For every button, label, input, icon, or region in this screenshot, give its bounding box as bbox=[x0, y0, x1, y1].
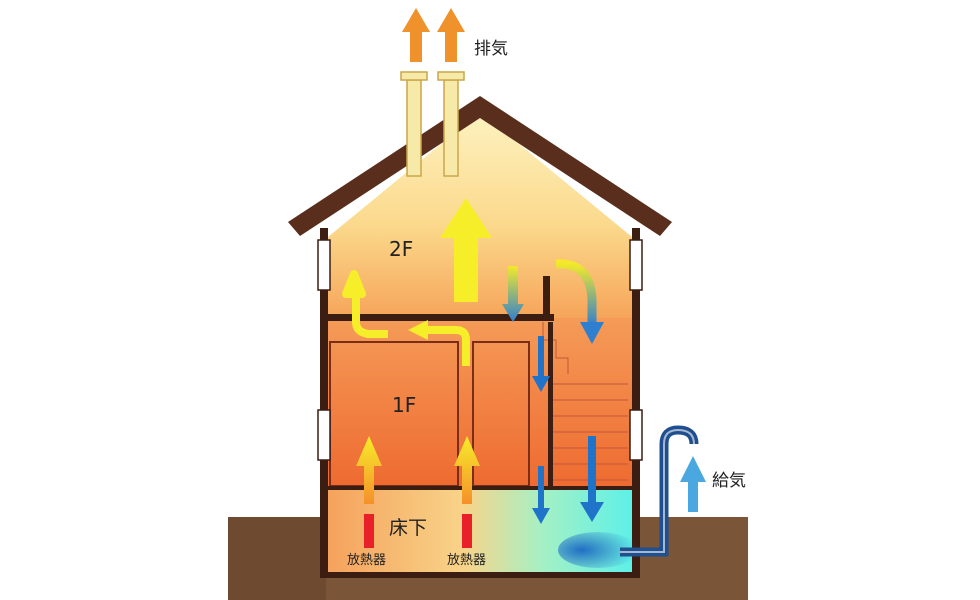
stairs bbox=[542, 322, 628, 481]
cooling-curve-arrow bbox=[555, 259, 597, 326]
floor-1f-label: 1F bbox=[392, 393, 416, 417]
air-flow-arrow-1f-top-head bbox=[408, 320, 428, 340]
radiators bbox=[364, 514, 472, 548]
house-structure bbox=[320, 228, 640, 578]
cold-air-arrows bbox=[532, 336, 604, 524]
rising-air-arrow-large bbox=[440, 198, 492, 302]
radiator-right bbox=[462, 514, 472, 548]
radiator-left-label: 放熱器 bbox=[347, 553, 386, 568]
cooling-curve-arrow-head bbox=[580, 322, 604, 344]
windows bbox=[317, 239, 643, 461]
radiator-rising-arrows bbox=[356, 436, 480, 504]
ground-left bbox=[228, 517, 326, 600]
floor-2f-label: 2F bbox=[389, 237, 413, 261]
window-1f-left bbox=[317, 409, 331, 461]
exhaust-label: 排気 bbox=[474, 39, 508, 59]
air-curl-arrow-left bbox=[342, 270, 388, 338]
cool-air-blob bbox=[558, 532, 638, 568]
exhaust-arrow-left bbox=[402, 8, 430, 62]
window-2f-left bbox=[317, 239, 331, 291]
exhaust-arrow-right bbox=[437, 8, 465, 62]
underfloor-label: 床下 bbox=[389, 517, 427, 539]
upper-floor-area bbox=[328, 112, 632, 318]
supply-arrow bbox=[680, 456, 706, 512]
cooling-down-arrow-short bbox=[502, 266, 524, 322]
radiator-left bbox=[364, 514, 374, 548]
exhaust-arrows bbox=[402, 8, 465, 62]
exhaust-chimneys bbox=[400, 71, 465, 177]
air-curl-arrow-left-head bbox=[346, 274, 362, 294]
window-1f-right bbox=[629, 409, 643, 461]
radiator-right-label: 放熱器 bbox=[447, 553, 486, 568]
window-2f-right bbox=[629, 239, 643, 291]
supply-label: 給気 bbox=[712, 471, 746, 491]
air-flow-arrow-1f-top bbox=[426, 326, 470, 366]
